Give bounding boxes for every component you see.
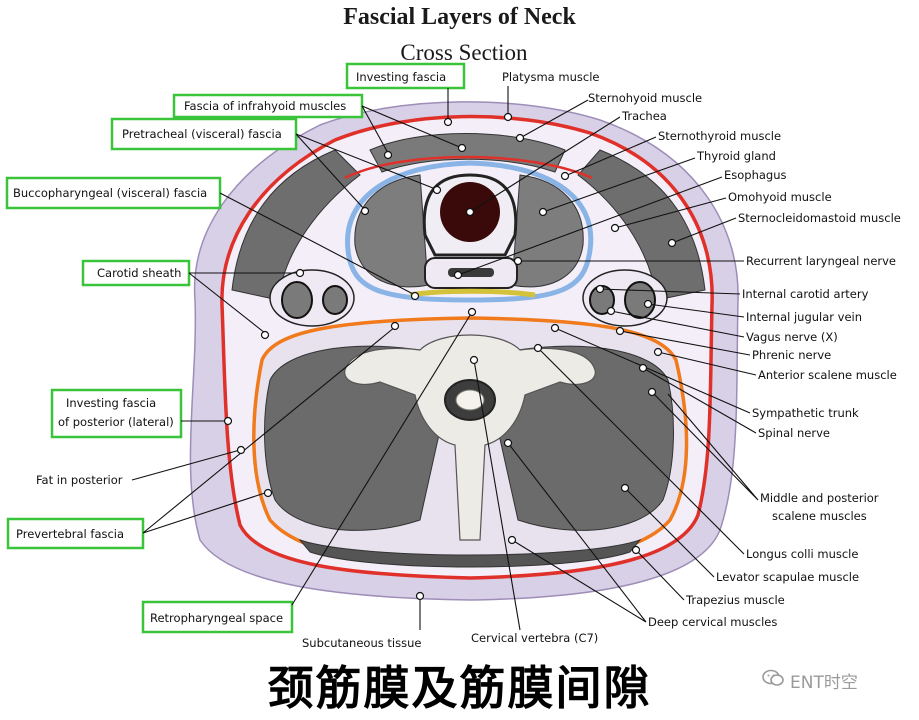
label-sternohyoid: Sternohyoid muscle: [588, 91, 702, 105]
label-investing-posterior-2: of posterior (lateral): [58, 415, 174, 429]
label-investing-posterior-1: Investing fascia: [66, 396, 156, 410]
label-sternocleidomastoid: Sternocleidomastoid muscle: [738, 211, 901, 225]
label-thyroid: Thyroid gland: [696, 149, 776, 163]
internal-carotid-left: [322, 285, 348, 315]
label-prevertebral: Prevertebral fascia: [16, 527, 124, 541]
buccopharyngeal-band: [409, 288, 536, 298]
leader-pretracheal: [295, 133, 439, 211]
pretracheal-fascia-outline: [345, 160, 594, 303]
leader-thyroid: [542, 157, 696, 213]
leader-esophagus: [457, 176, 723, 276]
leader-phrenic: [619, 330, 751, 356]
diagram-subtitle: Cross Section: [400, 40, 528, 65]
sternocleidomastoid-left: [231, 149, 361, 301]
label-internal-carotid: Internal carotid artery: [742, 287, 869, 301]
label-trachea: Trachea: [621, 109, 667, 123]
leader-deep-cervical: [507, 442, 647, 623]
leader-carotid-sheath: [188, 272, 300, 334]
spinal-cord: [455, 389, 485, 411]
label-anterior-scalene: Anterior scalene muscle: [758, 368, 897, 382]
leader-middle-posterior: [651, 391, 759, 501]
deep-muscles-right: [497, 345, 674, 531]
watermark-text: ENT时空: [790, 673, 858, 693]
label-retropharyngeal: Retropharyngeal space: [150, 611, 283, 625]
internal-jugular-left: [281, 281, 313, 319]
neck-cross-section-figure: Investing fascia Fascia of infrahyoid mu…: [5, 62, 901, 650]
leader-infrahyoid: [361, 105, 463, 154]
label-box-retropharyngeal: [141, 600, 294, 634]
label-fat-posterior: Fat in posterior: [36, 473, 123, 487]
leader-internal-jugular: [647, 303, 745, 318]
pin-markers: [223, 112, 677, 601]
label-internal-jugular: Internal jugular vein: [746, 310, 862, 324]
trapezius-band: [298, 538, 642, 568]
leader-retropharyngeal: [291, 311, 473, 606]
leader-anterior-scalene: [657, 351, 757, 376]
chinese-caption: 颈筋膜及筋膜间隙: [267, 661, 652, 715]
leader-prevertebral: [142, 326, 396, 534]
label-phrenic: Phrenic nerve: [752, 348, 831, 362]
label-middle-posterior-1: Middle and posterior: [760, 491, 879, 505]
label-recurrent-laryngeal: Recurrent laryngeal nerve: [746, 254, 896, 268]
leader-trachea: [469, 116, 621, 213]
leader-omohyoid: [614, 197, 727, 229]
label-trapezius: Trapezius muscle: [685, 593, 785, 607]
leader-internal-carotid: [599, 288, 741, 295]
leader-trapezius: [635, 549, 685, 601]
label-spinal-nerve: Spinal nerve: [758, 426, 830, 440]
label-middle-posterior-2: scalene muscles: [772, 509, 867, 523]
label-pretracheal: Pretracheal (visceral) fascia: [122, 127, 282, 141]
leader-buccopharyngeal: [219, 192, 416, 296]
deep-muscles-left: [264, 345, 441, 531]
label-omohyoid: Omohyoid muscle: [728, 190, 832, 204]
label-sympathetic: Sympathetic trunk: [752, 406, 859, 420]
leader-longus-colli: [537, 347, 745, 555]
label-cervical-vertebra: Cervical vertebra (C7): [471, 631, 598, 645]
internal-jugular-right: [624, 281, 656, 319]
infrahyoid-fascia-line: [344, 155, 593, 180]
leader-fat-posterior: [131, 449, 241, 481]
vertebra-shape: [344, 334, 596, 541]
label-vagus: Vagus nerve (X): [746, 330, 838, 344]
label-box-prevertebral: [6, 517, 145, 550]
label-subcutaneous: Subcutaneous tissue: [302, 636, 421, 650]
strap-muscles: [369, 133, 566, 173]
label-longus-colli: Longus colli muscle: [746, 547, 858, 561]
leader-sternohyoid: [519, 99, 589, 139]
label-infrahyoid: Fascia of infrahyoid muscles: [184, 99, 346, 113]
leader-levator: [624, 487, 715, 578]
label-carotid-sheath: Carotid sheath: [97, 266, 181, 280]
label-box-investing-posterior: [50, 388, 183, 439]
label-levator: Levator scapulae muscle: [716, 570, 859, 584]
leader-sympathetic: [554, 327, 751, 414]
label-deep-cervical: Deep cervical muscles: [648, 615, 777, 629]
leader-spinal-nerve: [642, 367, 757, 434]
label-buccopharyngeal: Buccopharyngeal (visceral) fascia: [13, 186, 207, 200]
leader-vagus: [610, 310, 745, 338]
wechat-icon: [762, 669, 784, 692]
label-box-investing-fascia: [345, 62, 466, 90]
label-investing-fascia: Investing fascia: [356, 70, 446, 84]
label-box-pretracheal: [110, 117, 298, 151]
leader-sternocleidomastoid: [671, 217, 737, 244]
leader-cervical-vertebra: [473, 359, 521, 631]
watermark: ENT时空: [762, 668, 858, 693]
label-box-carotid-sheath: [81, 259, 191, 287]
leader-sternothyroid: [564, 136, 657, 177]
label-esophagus: Esophagus: [724, 168, 787, 182]
label-sternothyroid: Sternothyroid muscle: [658, 129, 781, 143]
label-platysma: Platysma muscle: [502, 70, 599, 84]
diagram-title: Fascial Layers of Neck: [343, 4, 576, 30]
